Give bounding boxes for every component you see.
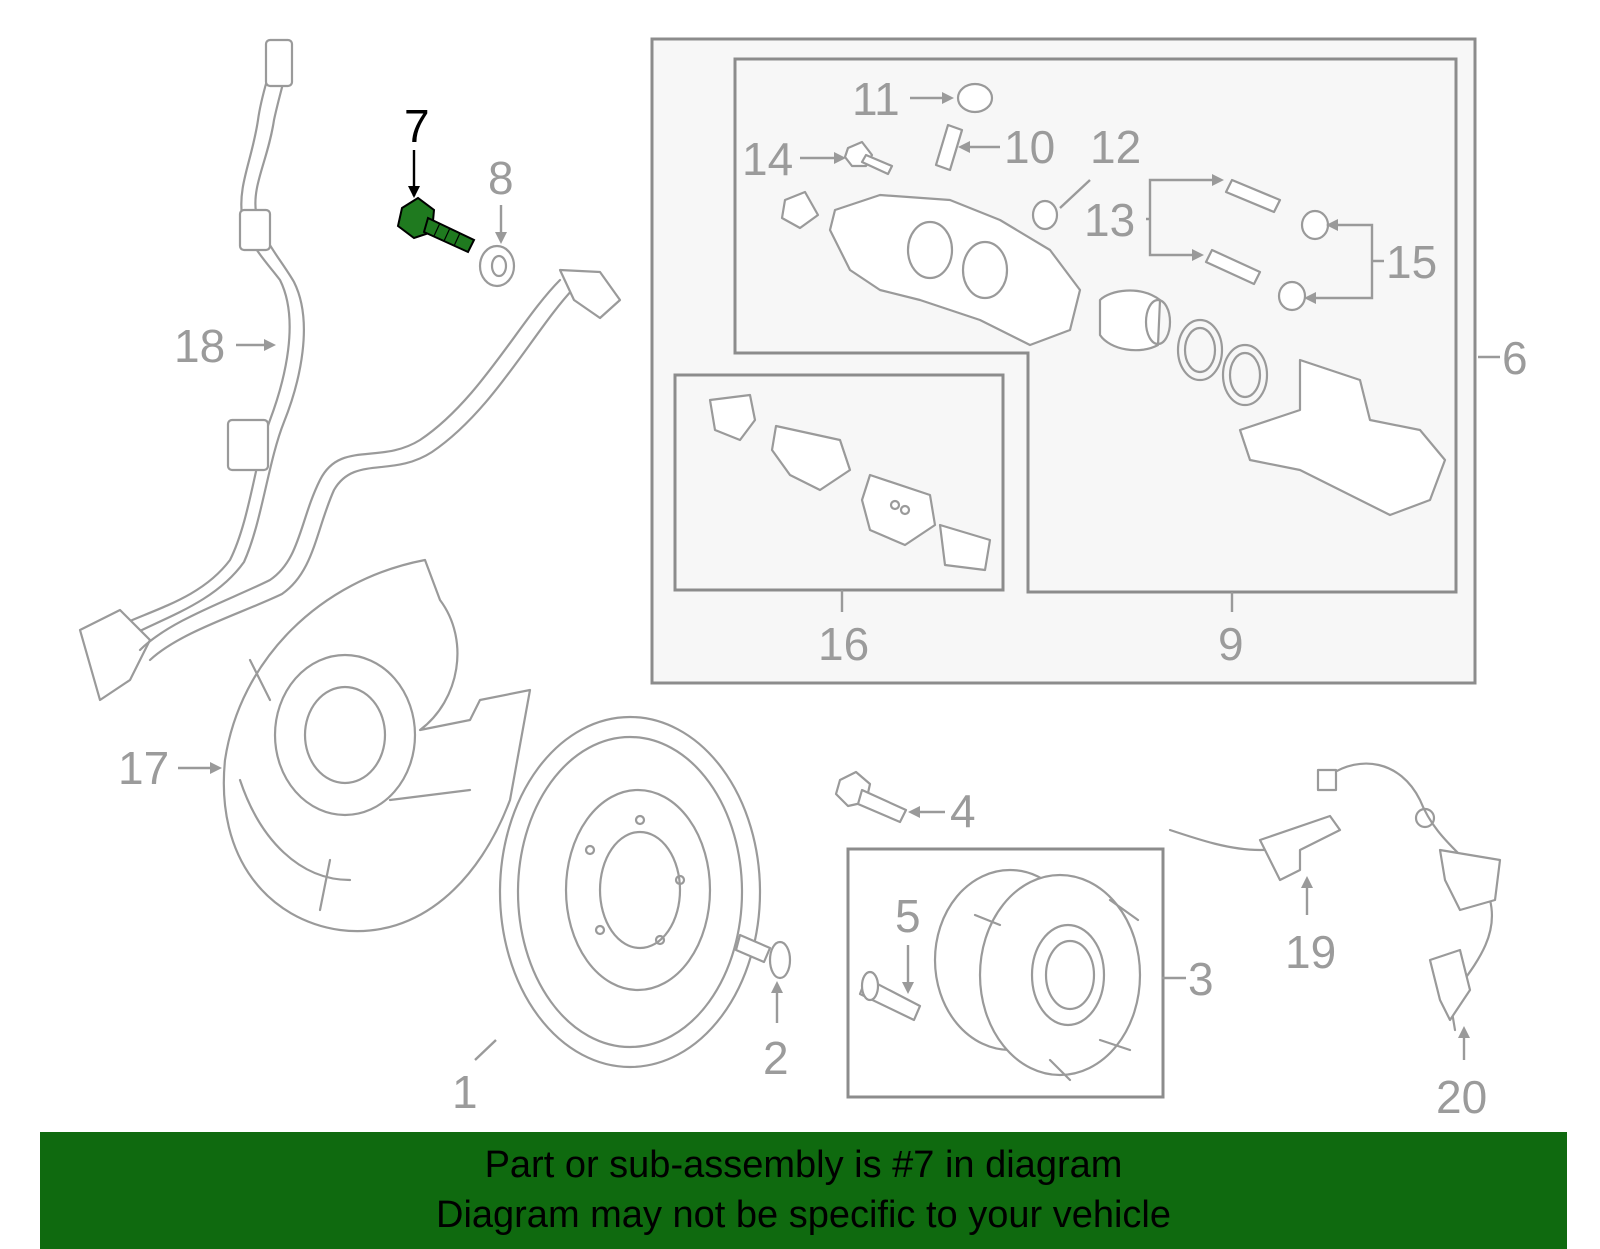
- caliper-housing: [828, 193, 1082, 347]
- brake-rotor-part-1: [498, 715, 762, 1069]
- hub-assembly-box: [846, 847, 1165, 1099]
- callout-8: 8: [488, 152, 514, 204]
- callout-17: 17: [118, 742, 169, 794]
- dust-shield-part-17: [222, 558, 532, 933]
- brake-hose-line: [138, 268, 622, 662]
- callout-6: 6: [1502, 332, 1528, 384]
- bleeder-screw-part-10: [934, 123, 964, 172]
- callout-12: 12: [1090, 121, 1141, 173]
- guide-pins-part-13: [1204, 178, 1282, 286]
- brake-pad-kit-part-16: [708, 393, 992, 572]
- piston-seal: [1176, 318, 1224, 382]
- wheel-hub-part-3: [933, 868, 1142, 1082]
- washer-part-8: [478, 244, 516, 288]
- callout-10: 10: [1004, 121, 1055, 173]
- rotor-screw-part-2: [734, 933, 792, 980]
- bolt-part-7-highlighted: [396, 196, 476, 254]
- callout-9: 9: [1218, 618, 1244, 670]
- callout-13: 13: [1084, 194, 1135, 246]
- callout-7: 7: [404, 100, 430, 152]
- dust-boot: [1221, 343, 1269, 407]
- callout-2: 2: [763, 1032, 789, 1084]
- caliper-carrier: [1238, 358, 1447, 517]
- callout-20: 20: [1436, 1071, 1487, 1123]
- info-banner: Part or sub-assembly is #7 in diagram Di…: [40, 1132, 1567, 1249]
- callout-3: 3: [1188, 953, 1214, 1005]
- bleeder-cap-part-11: [956, 82, 994, 114]
- callout-15: 15: [1386, 236, 1437, 288]
- pad-kit-box: [673, 373, 1005, 592]
- caliper-subassembly-box: [733, 57, 1458, 594]
- pin-boots-part-15: [1277, 209, 1330, 312]
- callout-11: 11: [852, 73, 900, 125]
- callout-4: 4: [950, 785, 976, 837]
- wheel-stud-part-5: [858, 970, 922, 1022]
- callout-16: 16: [818, 618, 869, 670]
- abs-sensor-wire-part-18: [78, 38, 305, 702]
- caliper-assembly-box: [650, 37, 1477, 685]
- banner-line-1: Part or sub-assembly is #7 in diagram: [484, 1144, 1123, 1186]
- callout-14: 14: [742, 133, 793, 185]
- cap-part-12: [1031, 199, 1059, 231]
- bolt-part-14: [843, 140, 894, 176]
- piston: [1098, 289, 1172, 352]
- sensor-wire-part-20: [1316, 762, 1502, 1032]
- banner-line-2: Diagram may not be specific to your vehi…: [436, 1194, 1171, 1236]
- callout-5: 5: [895, 890, 921, 942]
- callout-1: 1: [452, 1066, 478, 1118]
- bolt-part-4: [834, 770, 908, 824]
- callout-18: 18: [174, 320, 225, 372]
- caliper-bracket-small: [780, 190, 820, 230]
- wheel-speed-sensor-part-19: [1168, 814, 1342, 882]
- callout-19: 19: [1285, 926, 1336, 978]
- leader-lines: [178, 92, 1500, 1061]
